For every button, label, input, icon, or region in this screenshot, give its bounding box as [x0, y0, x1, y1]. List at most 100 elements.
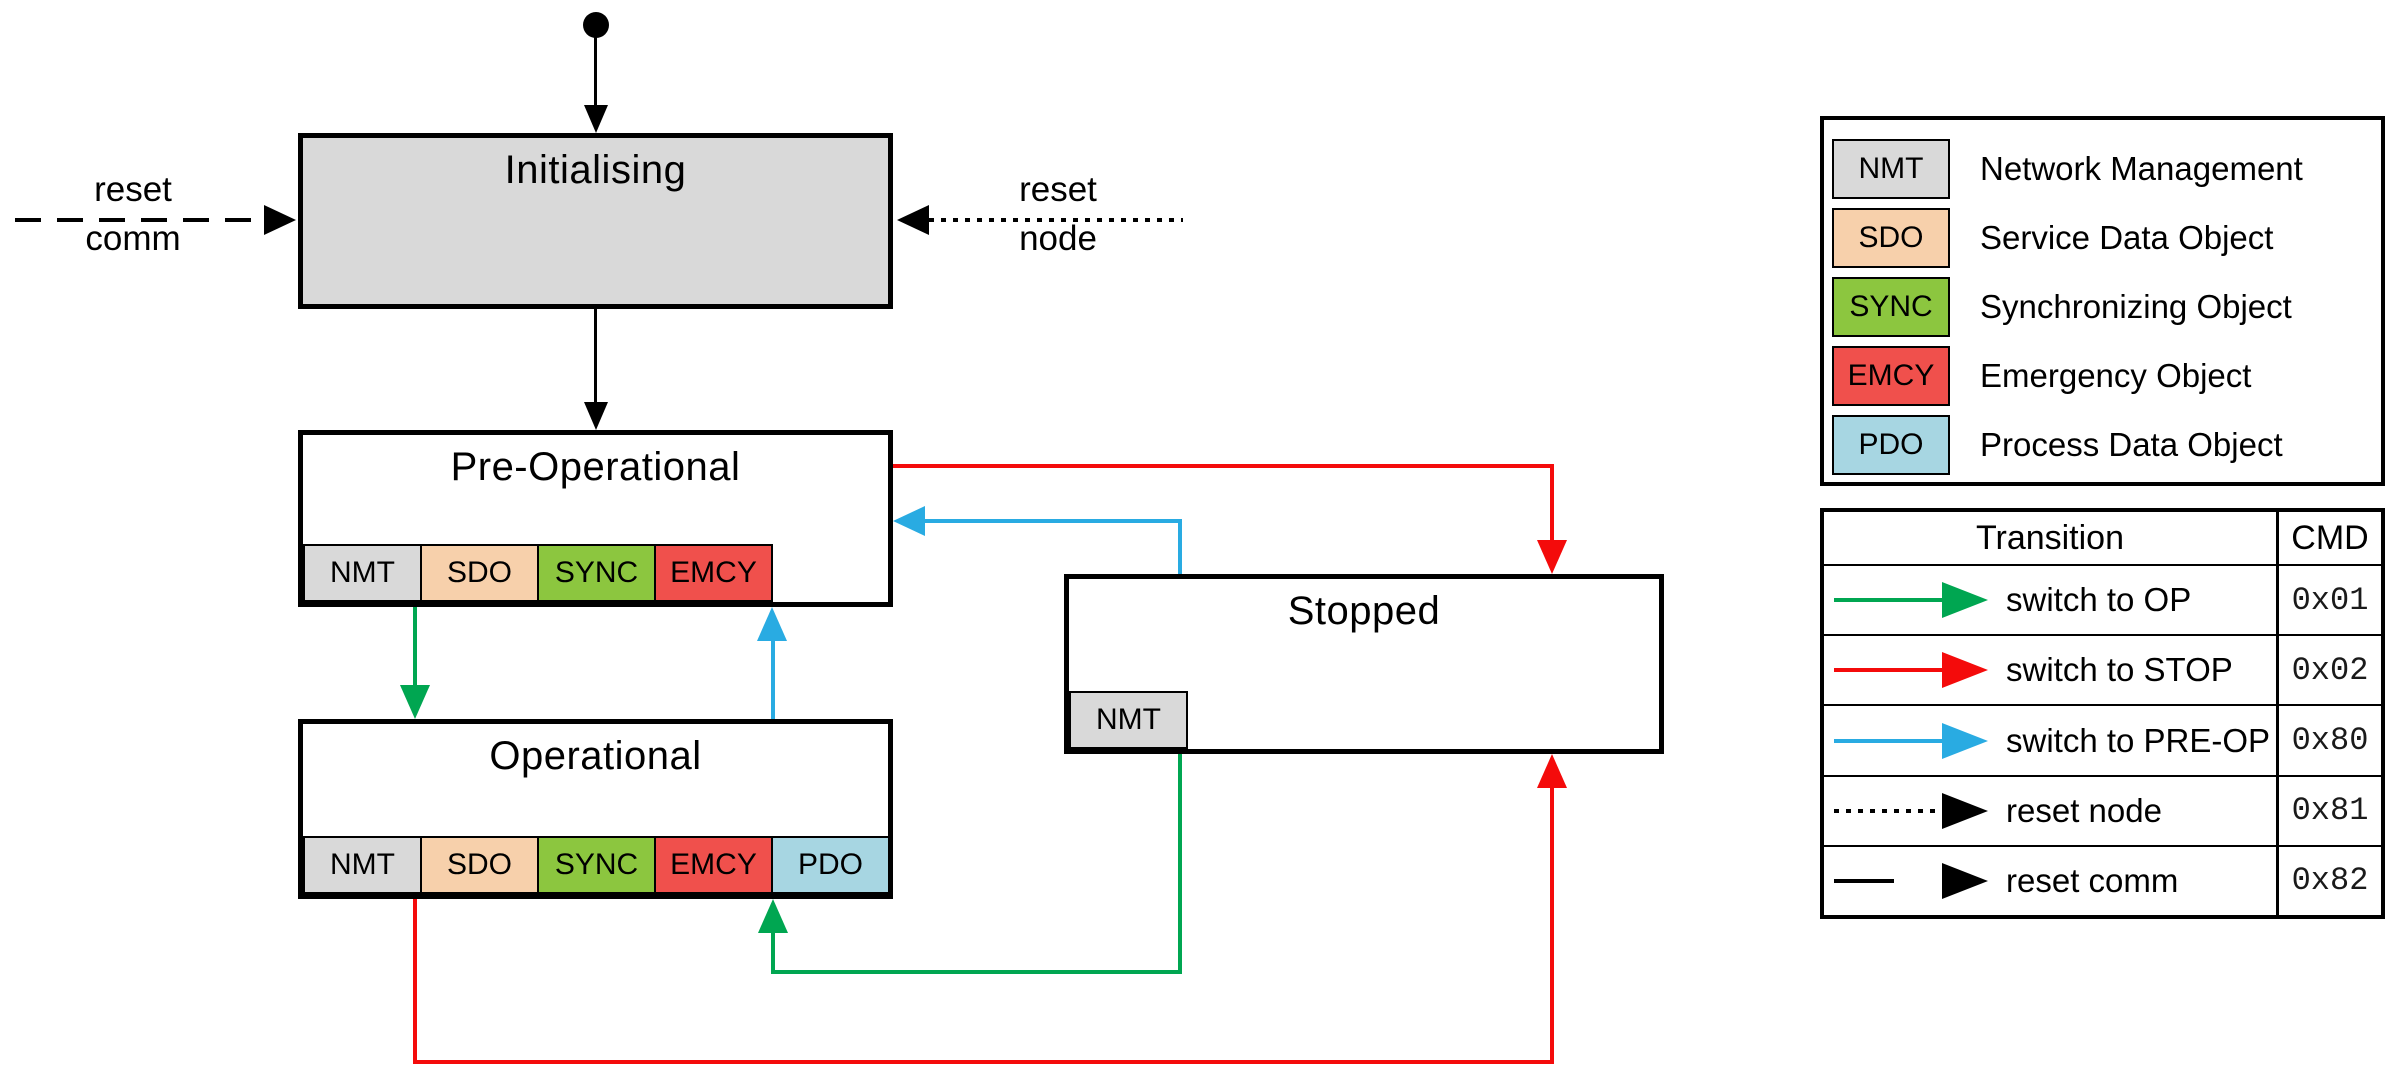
reset-comm-label-line1: reset: [94, 170, 172, 209]
stopped-service-tags: NMT: [1069, 691, 1188, 749]
legend-panel: NMT Network Management SDO Service Data …: [1820, 116, 2385, 486]
transition-line: [925, 519, 1182, 523]
legend-label: Service Data Object: [1980, 218, 2274, 256]
legend-tag-nmt: NMT: [1832, 138, 1950, 199]
state-pre-operational: Pre-Operational NMT SDO SYNC EMCY: [298, 430, 893, 607]
initial-transition-line: [594, 36, 597, 106]
transition-line: [771, 933, 775, 970]
arrowhead-down-icon: [1537, 540, 1567, 574]
reset-node-label-line2: node: [1019, 219, 1097, 258]
legend-label: Emergency Object: [1980, 356, 2252, 394]
green-arrow-icon: [1832, 582, 1988, 619]
initial-state-dot: [583, 12, 609, 38]
state-pre-operational-title: Pre-Operational: [450, 445, 741, 489]
transition-line: [893, 464, 1554, 468]
state-stopped: Stopped NMT: [1064, 574, 1664, 754]
reset-comm-dashed-line: [15, 218, 261, 222]
tag-emcy: EMCY: [654, 544, 773, 602]
legend-tag-emcy: EMCY: [1832, 345, 1950, 406]
cmd-value: 0x82: [2291, 862, 2369, 900]
arrowhead-down-icon: [400, 685, 430, 719]
transition-line: [413, 607, 417, 685]
transition-line: [1178, 519, 1182, 574]
dashed-arrow-icon: [1832, 862, 1988, 899]
transition-cell: switch to PRE-OP: [1824, 706, 2279, 775]
operational-service-tags: NMT SDO SYNC EMCY PDO: [303, 836, 890, 894]
arrowhead-right-icon: [264, 205, 296, 235]
tag-sdo: SDO: [420, 544, 539, 602]
arrowhead-up-icon: [758, 899, 788, 933]
transition-line: [1550, 788, 1554, 1060]
tag-nmt: NMT: [1069, 691, 1188, 749]
reset-node-label: reset node: [973, 172, 1143, 256]
cmd-cell: 0x81: [2279, 777, 2381, 845]
reset-node-dotted-line: [929, 218, 1183, 222]
arrowhead-up-icon: [1537, 754, 1567, 788]
arrowhead-left-icon: [897, 205, 929, 235]
arrowhead-down-icon: [584, 402, 608, 430]
tag-sync: SYNC: [537, 544, 656, 602]
table-row-switch-to-preop: switch to PRE-OP 0x80: [1824, 704, 2381, 775]
legend-row-nmt: NMT Network Management: [1832, 134, 2381, 203]
transition-label: switch to OP: [2006, 581, 2192, 619]
transition-line: [771, 641, 775, 719]
transition-cell: reset comm: [1824, 846, 2279, 916]
transition-cell: reset node: [1824, 776, 2279, 845]
transition-cell: switch to STOP: [1824, 636, 2279, 705]
legend-body: NMT Network Management SDO Service Data …: [1824, 120, 2381, 479]
cmd-cell: 0x82: [2279, 847, 2381, 915]
reset-node-label-line1: reset: [1019, 170, 1097, 209]
arrowhead-up-icon: [757, 607, 787, 641]
table-row-switch-to-op: switch to OP 0x01: [1824, 566, 2381, 635]
transition-table-header: Transition CMD: [1824, 512, 2381, 566]
transition-line: [413, 899, 417, 1064]
legend-row-sdo: SDO Service Data Object: [1832, 203, 2381, 272]
transition-label: switch to PRE-OP: [2006, 721, 2271, 759]
state-initialising: Initialising: [298, 133, 893, 309]
legend-row-sync: SYNC Synchronizing Object: [1832, 272, 2381, 341]
tag-sync: SYNC: [537, 836, 656, 894]
header-transition-label: Transition: [1975, 518, 2125, 557]
cmd-value: 0x80: [2291, 722, 2369, 759]
legend-label: Synchronizing Object: [1980, 287, 2292, 325]
cmd-value: 0x01: [2291, 581, 2369, 619]
dotted-arrow-icon: [1832, 792, 1988, 829]
table-row-switch-to-stop: switch to STOP 0x02: [1824, 634, 2381, 705]
tag-sdo: SDO: [420, 836, 539, 894]
table-row-reset-comm: reset comm 0x82: [1824, 844, 2381, 916]
reset-comm-label: reset comm: [48, 172, 218, 256]
arrowhead-down-icon: [584, 105, 608, 133]
cmd-cell: 0x01: [2279, 566, 2381, 634]
legend-tag-sdo: SDO: [1832, 207, 1950, 268]
tag-nmt: NMT: [303, 544, 422, 602]
header-cell-cmd: CMD: [2279, 512, 2381, 564]
table-row-reset-node: reset node 0x81: [1824, 774, 2381, 845]
transition-line: [1550, 464, 1554, 540]
pre-operational-service-tags: NMT SDO SYNC EMCY: [303, 544, 773, 602]
cmd-value: 0x81: [2291, 792, 2369, 830]
cmd-cell: 0x80: [2279, 706, 2381, 774]
transition-line: [413, 1060, 1554, 1064]
tag-nmt: NMT: [303, 836, 422, 894]
blue-arrow-icon: [1832, 722, 1988, 759]
arrowhead-left-icon: [893, 506, 925, 536]
transition-label: reset node: [2006, 791, 2162, 829]
legend-label: Network Management: [1980, 149, 2303, 187]
legend-row-emcy: EMCY Emergency Object: [1832, 341, 2381, 410]
transition-label: switch to STOP: [2006, 651, 2233, 689]
red-arrow-icon: [1832, 652, 1988, 689]
legend-tag-pdo: PDO: [1832, 414, 1950, 475]
state-stopped-title: Stopped: [1287, 589, 1441, 633]
header-cell-transition: Transition: [1824, 512, 2279, 564]
state-operational-title: Operational: [489, 734, 702, 778]
cmd-cell: 0x02: [2279, 636, 2381, 704]
tag-pdo: PDO: [771, 836, 890, 894]
legend-tag-sync: SYNC: [1832, 276, 1950, 337]
legend-row-pdo: PDO Process Data Object: [1832, 410, 2381, 479]
transition-line: [771, 970, 1182, 974]
reset-comm-label-line2: comm: [85, 219, 181, 258]
transition-cell: switch to OP: [1824, 566, 2279, 635]
transition-table: Transition CMD switch to OP 0x01 switch …: [1820, 508, 2385, 919]
state-operational: Operational NMT SDO SYNC EMCY PDO: [298, 719, 893, 899]
